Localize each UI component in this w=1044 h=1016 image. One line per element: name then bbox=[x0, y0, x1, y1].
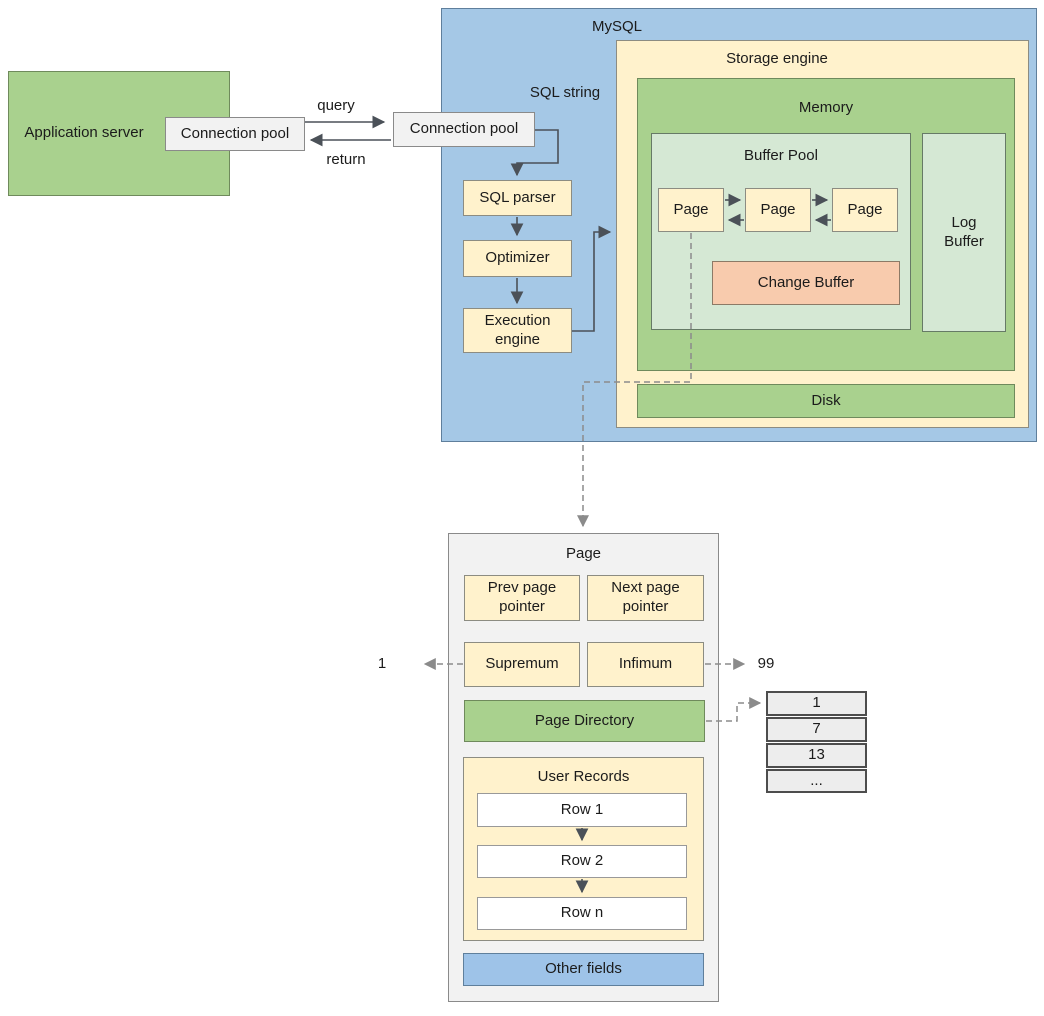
log-buffer-box: Log Buffer bbox=[922, 133, 1006, 332]
return-arrow-label: return bbox=[326, 151, 366, 168]
directory-entry-2-value: 7 bbox=[812, 720, 821, 738]
log-buffer-label: Log Buffer bbox=[944, 213, 984, 250]
row-2-box: Row 2 bbox=[477, 845, 687, 878]
buffer-pool-page-2-label: Page bbox=[760, 200, 796, 218]
directory-entry-4-value: ... bbox=[810, 771, 823, 789]
buffer-pool-page-1: Page bbox=[658, 188, 724, 232]
mysql-title: MySQL bbox=[591, 18, 642, 35]
directory-entry-3: 13 bbox=[766, 743, 867, 768]
memory-title: Memory bbox=[798, 99, 854, 116]
buffer-pool-page-2: Page bbox=[745, 188, 811, 232]
connection-pool-left-label: Connection pool bbox=[180, 124, 290, 142]
next-page-pointer-label: Next page pointer bbox=[611, 579, 680, 615]
execution-engine-box: Execution engine bbox=[463, 308, 572, 353]
buffer-pool-page-3-label: Page bbox=[847, 200, 883, 218]
disk-box: Disk bbox=[637, 384, 1015, 418]
supremum-label: Supremum bbox=[485, 655, 559, 673]
page-directory-label: Page Directory bbox=[534, 711, 635, 729]
row-n-box: Row n bbox=[477, 897, 687, 930]
row-n-label: Row n bbox=[560, 904, 604, 922]
query-arrow-label: query bbox=[317, 97, 355, 114]
infimum-label: Infimum bbox=[618, 655, 673, 673]
buffer-pool-page-3: Page bbox=[832, 188, 898, 232]
prev-page-pointer-label: Prev page pointer bbox=[487, 579, 557, 615]
sql-string-label: SQL string bbox=[529, 84, 601, 101]
disk-label: Disk bbox=[811, 391, 841, 409]
other-fields-label: Other fields bbox=[545, 960, 622, 978]
other-fields-box: Other fields bbox=[463, 953, 704, 986]
user-records-title: User Records bbox=[537, 768, 630, 785]
page-directory-box: Page Directory bbox=[464, 700, 705, 742]
optimizer-box: Optimizer bbox=[463, 240, 572, 277]
storage-engine-title: Storage engine bbox=[726, 50, 828, 67]
execution-engine-label: Execution engine bbox=[484, 311, 551, 348]
next-page-pointer-box: Next page pointer bbox=[587, 575, 704, 621]
supremum-value-label: 1 bbox=[377, 655, 387, 672]
sql-parser-box: SQL parser bbox=[463, 180, 572, 216]
supremum-box: Supremum bbox=[464, 642, 580, 687]
directory-entry-3-value: 13 bbox=[808, 746, 825, 764]
directory-entry-1-value: 1 bbox=[812, 694, 821, 712]
buffer-pool-title: Buffer Pool bbox=[744, 147, 818, 164]
infimum-value-label: 99 bbox=[757, 655, 775, 672]
page-detail-title: Page bbox=[565, 545, 602, 562]
row-1-box: Row 1 bbox=[477, 793, 687, 827]
change-buffer-box: Change Buffer bbox=[712, 261, 900, 305]
optimizer-label: Optimizer bbox=[485, 249, 550, 267]
buffer-pool-page-1-label: Page bbox=[673, 200, 709, 218]
directory-entry-1: 1 bbox=[766, 691, 867, 716]
directory-entry-2: 7 bbox=[766, 717, 867, 742]
row-2-label: Row 2 bbox=[560, 852, 604, 870]
connection-pool-right-box: Connection pool bbox=[393, 112, 535, 147]
prev-page-pointer-box: Prev page pointer bbox=[464, 575, 580, 621]
application-server-label: Application server bbox=[24, 124, 144, 142]
row-1-label: Row 1 bbox=[560, 800, 604, 818]
sql-parser-label: SQL parser bbox=[479, 188, 556, 206]
change-buffer-label: Change Buffer bbox=[757, 273, 855, 291]
connection-pool-left-box: Connection pool bbox=[165, 117, 305, 151]
infimum-box: Infimum bbox=[587, 642, 704, 687]
connection-pool-right-label: Connection pool bbox=[409, 120, 519, 138]
directory-entry-4: ... bbox=[766, 769, 867, 793]
